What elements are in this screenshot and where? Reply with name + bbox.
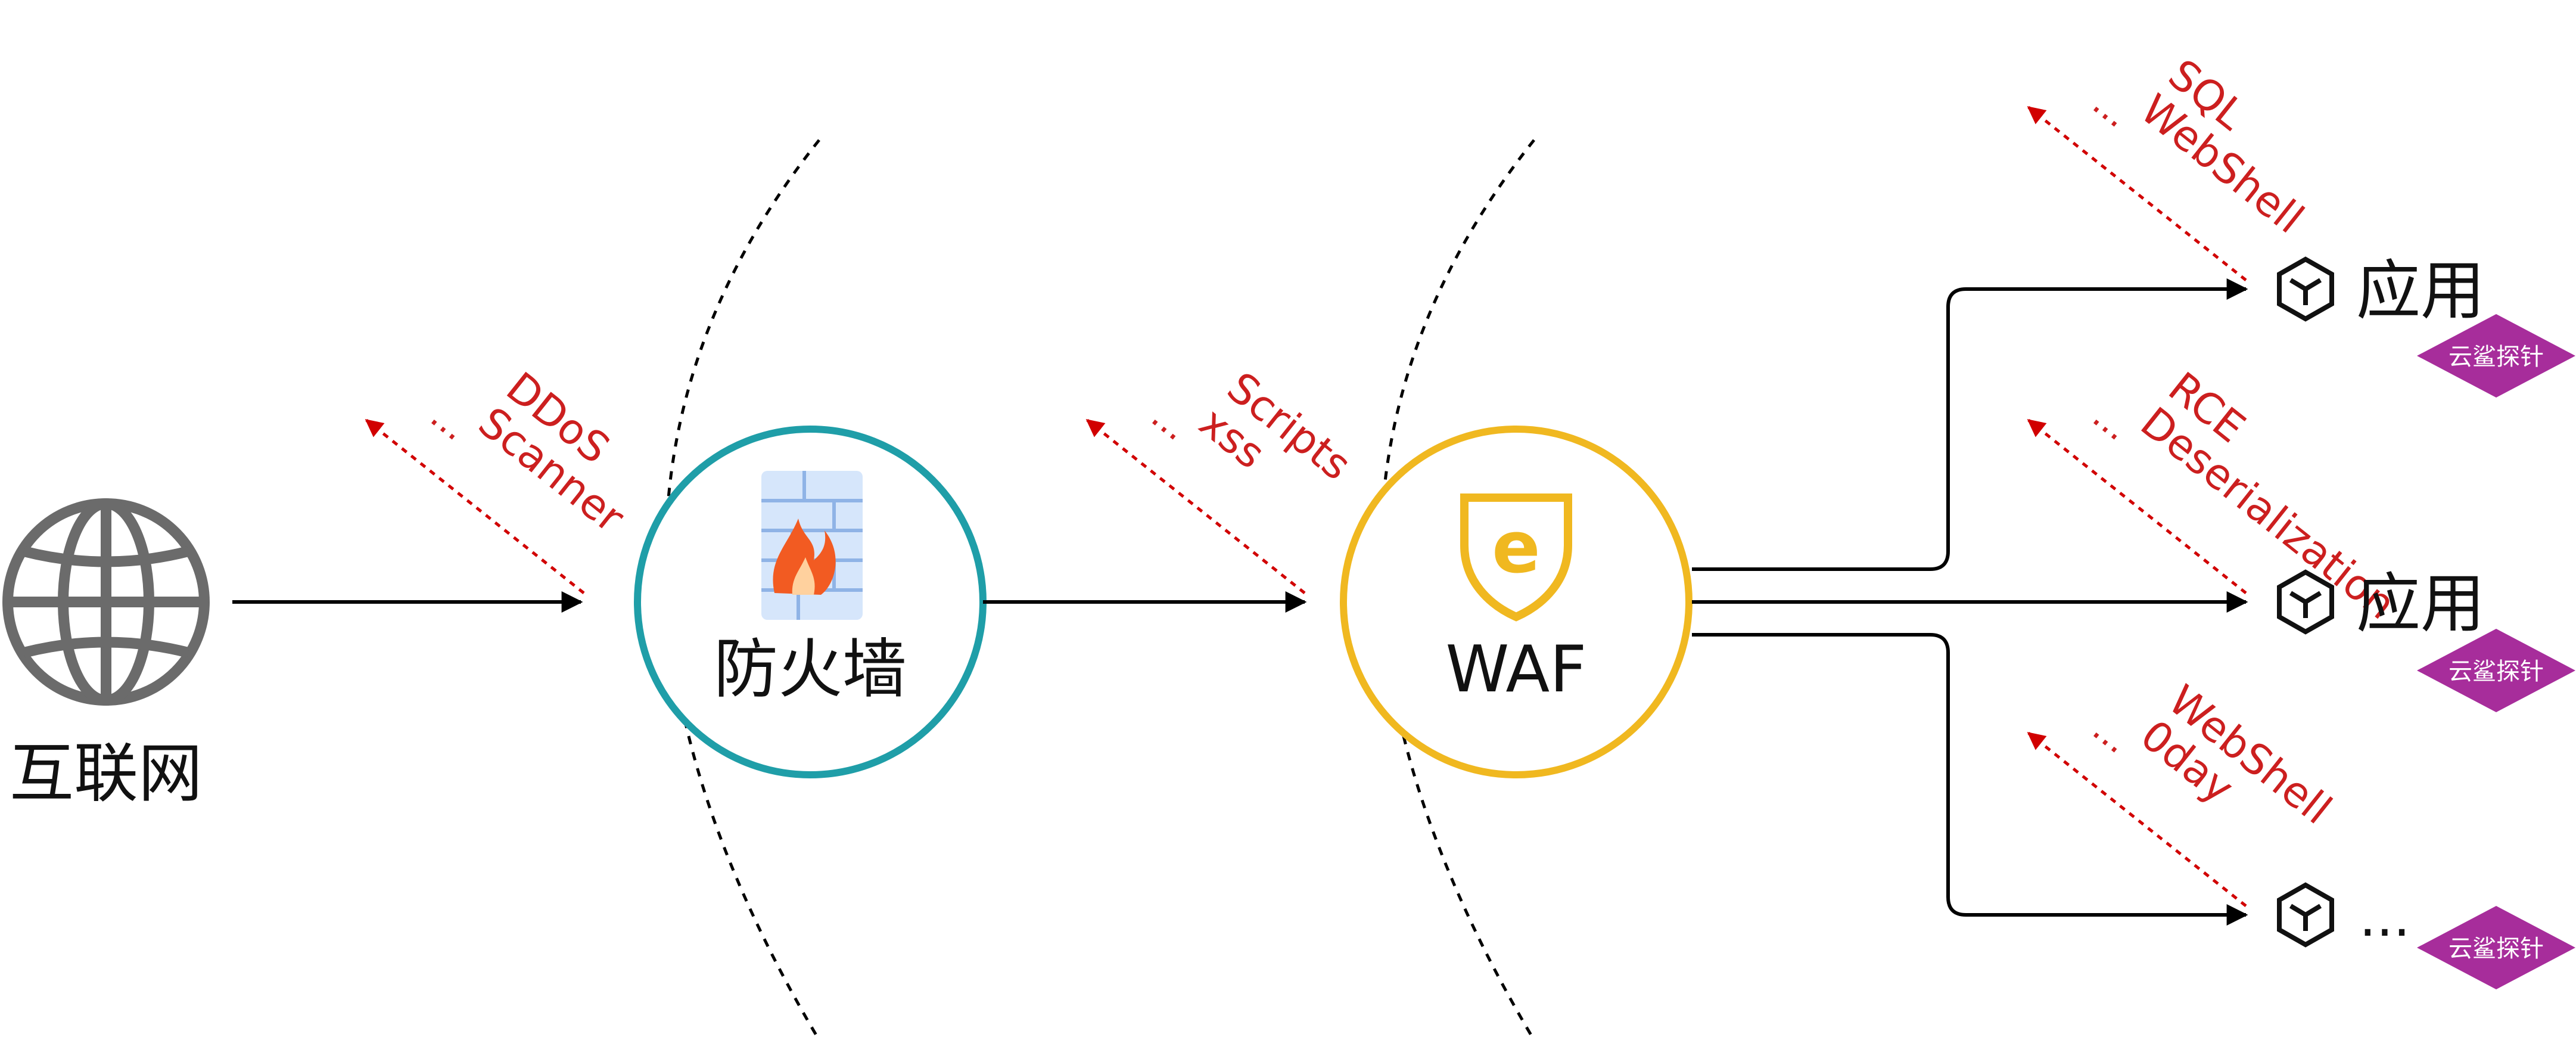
waf-to-app1-connector [1692,278,2248,571]
app3-badge-label: 云鲨探针 [2449,935,2544,963]
app2-label: 应用 [2356,567,2485,641]
firewall-brick-icon [761,471,863,620]
yunsha-probe-badge: 云鲨探针 [2417,629,2575,712]
waf-node [1340,426,1693,778]
app1-label: 应用 [2356,254,2485,328]
shield-e-icon: e [1460,493,1572,622]
internet-label: 互联网 [10,737,203,811]
app1-badge-label: 云鲨探针 [2449,343,2544,371]
cube-icon [2277,882,2334,948]
globe-icon [2,498,210,706]
app2-threat-ellipsis: ... [2085,395,2138,449]
app3-threat-arrow [2027,732,2247,907]
yunsha-probe-badge: 云鲨探针 [2417,314,2575,398]
cube-icon [2277,569,2334,635]
svg-text:e: e [1492,507,1540,589]
yunsha-probe-badge: 云鲨探针 [2417,906,2575,989]
app2-badge-label: 云鲨探针 [2449,658,2544,685]
ddos-ellipsis: ... [423,395,475,449]
scripts-ellipsis: ... [1144,395,1196,449]
cube-icon [2277,256,2334,322]
app3-threat-ellipsis: ... [2085,708,2138,762]
app2-threat-arrow [2027,419,2247,594]
scripts-threat-arrow [1085,419,1306,594]
ddos-threat-arrow [365,419,585,594]
app1-threat-arrow [2027,106,2247,281]
waf-label: WAF [1446,632,1587,707]
waf-to-app3-connector [1692,633,2248,926]
app1-threat-ellipsis: ... [2085,82,2138,136]
firewall-label: 防火墙 [714,632,907,707]
app3-label: ... [2359,886,2410,949]
